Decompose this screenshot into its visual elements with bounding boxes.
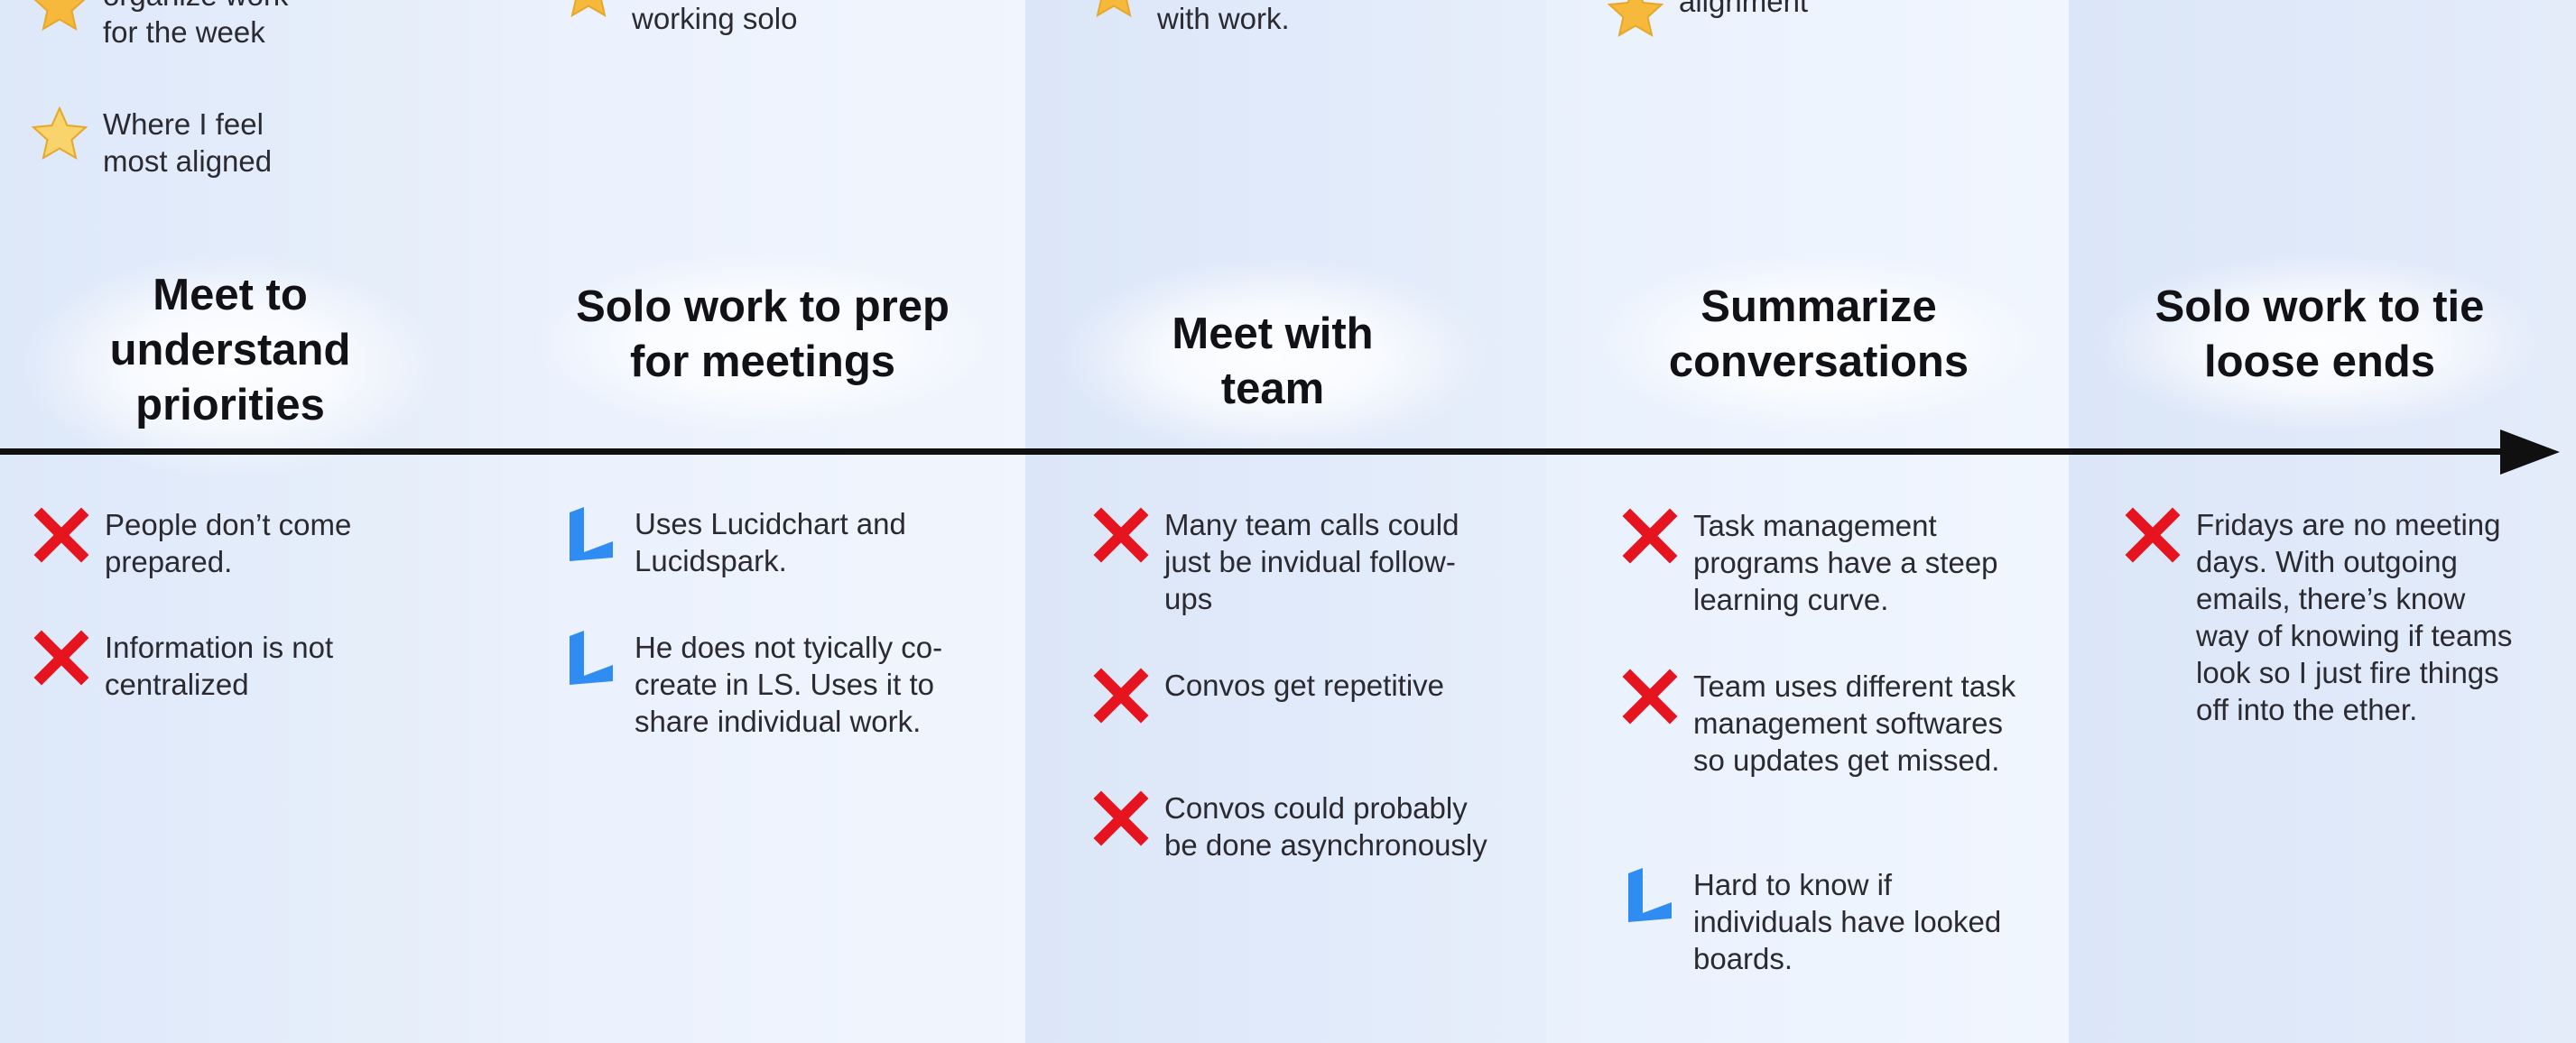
item-text: Information is not centralized: [105, 631, 334, 701]
stage-5-bottom-item-1: Fridays are no meeting days. With outgoi…: [2124, 506, 2521, 728]
stage-1-bottom-item-2: Information is not centralized: [32, 629, 412, 703]
stage-5-title: Solo work to tie loose ends: [2154, 282, 2485, 386]
stage-1-title: Meet to understand priorities: [109, 271, 351, 429]
lucid-logo-icon: [562, 505, 620, 563]
title-glow: [18, 253, 442, 478]
stage-3-top-item-1: way to be proactive with work.: [1085, 0, 1464, 37]
x-icon: [1621, 507, 1679, 565]
title-glow: [533, 253, 993, 433]
item-text: Convos get repetitive: [1164, 669, 1445, 702]
title-glow: [1056, 257, 1489, 456]
stage-1-top-item-1: organize work for the week: [31, 0, 329, 51]
stage-4-title: Summarize conversations: [1668, 282, 1969, 386]
title-glow: [2094, 253, 2545, 433]
x-icon: [2124, 506, 2182, 564]
stage-1-bottom-item-1: People don’t come prepared.: [32, 506, 412, 580]
item-text: Task management programs have a steep le…: [1693, 509, 1998, 616]
item-text: way to be proactive with work.: [1157, 2, 1290, 35]
item-text: Convos could probably be done asynchrono…: [1164, 791, 1487, 862]
x-icon: [1092, 667, 1150, 725]
timeline-line: [0, 448, 2509, 455]
title-glow: [1589, 253, 2049, 433]
lucid-logo-icon: [1621, 866, 1679, 924]
stage-4-bottom-item-2: Team uses different task management soft…: [1621, 668, 2018, 779]
stage-4-bottom-item-3: Hard to know if individuals have looked …: [1621, 866, 2018, 977]
item-text: Team uses different task management soft…: [1693, 669, 2016, 777]
stage-2-title: Solo work to prep for meetings: [576, 282, 950, 386]
star-icon: [1607, 0, 1664, 41]
stage-column-2: [503, 0, 1025, 1043]
stage-3-bottom-item-3: Convos could probably be done asynchrono…: [1092, 789, 1489, 863]
item-text: Many team calls could just be invidual f…: [1164, 508, 1459, 615]
stage-2-bottom-item-1: Uses Lucidchart and Lucidspark.: [562, 505, 987, 579]
item-text: of work when working solo: [632, 2, 798, 35]
x-icon: [1092, 789, 1150, 847]
item-text: People don’t come prepared.: [105, 508, 352, 578]
item-text: organize work for the week: [103, 0, 288, 49]
lucid-logo-icon: [562, 629, 620, 687]
stage-column-5: [2069, 0, 2576, 1043]
item-text: He does not tyically co-create in LS. Us…: [635, 631, 943, 738]
stage-2-top-item-1: of work when working solo: [560, 0, 857, 37]
stage-4-bottom-item-1: Task management programs have a steep le…: [1621, 507, 2018, 618]
stage-4-top-item-1: alignment: [1607, 0, 1904, 41]
stage-3-bottom-item-1: Many team calls could just be invidual f…: [1092, 506, 1489, 617]
stage-3-title: Meet with team: [1172, 309, 1374, 413]
star-icon: [31, 106, 88, 163]
item-text: Fridays are no meeting days. With outgoi…: [2196, 508, 2513, 726]
item-text: Where I feel most aligned: [103, 107, 273, 178]
x-icon: [32, 629, 90, 687]
x-icon: [32, 506, 90, 564]
stage-1-top-item-2: Where I feel most aligned: [31, 106, 329, 180]
x-icon: [1092, 506, 1150, 564]
stage-2-bottom-item-2: He does not tyically co-create in LS. Us…: [562, 629, 1005, 740]
star-icon: [31, 0, 88, 34]
item-text: alignment: [1679, 0, 1809, 18]
star-icon: [560, 0, 617, 21]
item-text: Uses Lucidchart and Lucidspark.: [635, 507, 906, 577]
star-icon: [1085, 0, 1143, 21]
stage-3-bottom-item-2: Convos get repetitive: [1092, 667, 1489, 725]
item-text: Hard to know if individuals have looked …: [1693, 868, 2002, 975]
stage-column-1: [0, 0, 503, 1043]
timeline-arrowhead-icon: [2500, 429, 2560, 475]
x-icon: [1621, 668, 1679, 725]
